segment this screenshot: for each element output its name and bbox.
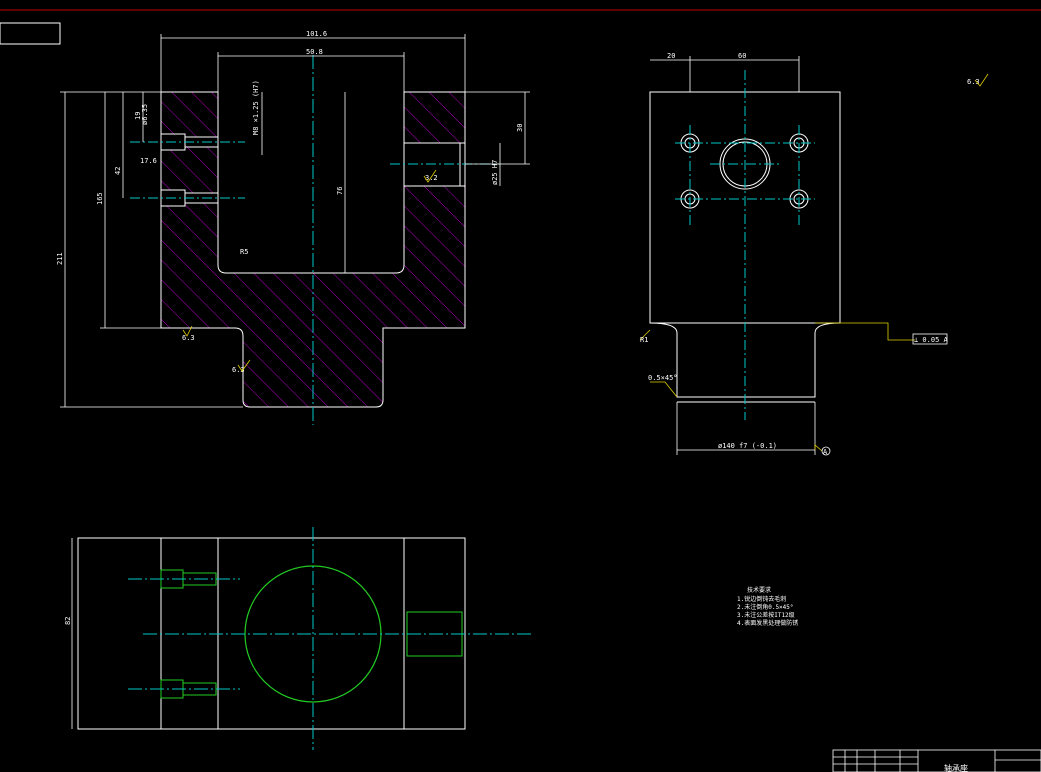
dim-edge-chamfer: 0.5×45° (648, 374, 678, 382)
dim-left-offset: 20 (667, 52, 675, 60)
dim-bore-dia: ø6.35 (141, 104, 149, 125)
roughness-symbol-1 (423, 169, 437, 183)
dim-top-height: 82 (64, 617, 72, 625)
title-block-name: 轴承座 (944, 763, 968, 772)
side-dimension-lines (650, 56, 816, 455)
dim-right-label: ø25 H7 (491, 160, 499, 185)
tech-note-line-1: 1.锐边倒钝去毛刺 (737, 595, 786, 603)
tech-note-line-3: 3.未注公差按IT12级 (737, 611, 795, 619)
front-dimension-lines (60, 34, 530, 408)
tech-notes: 技术要求 1.锐边倒钝去毛刺 2.未注倒角0.5×45° 3.未注公差按IT12… (737, 586, 798, 627)
roughness-symbol-3 (237, 359, 251, 372)
dim-slot-width: 50.8 (306, 48, 323, 56)
dim-right-hole: 30 (516, 124, 524, 132)
tech-note-line-4: 4.表面发黑处理做防锈 (737, 619, 798, 627)
top-view: 82 (64, 527, 532, 750)
dim-height-upper: 165 (96, 192, 104, 205)
dim-tap-depth: 17.6 (140, 157, 157, 165)
roughness-mark-2: 6.3 (182, 334, 195, 342)
dim-slot-depth: 76 (336, 187, 344, 195)
tolerance-box-text: ⊥ 0.05 A (914, 336, 949, 344)
tolerance-frame (912, 333, 948, 345)
dim-height-total: 211 (56, 252, 64, 265)
title-block (832, 749, 1041, 772)
roughness-mark-3: 6.3 (232, 366, 245, 374)
tech-note-line-2: 2.未注倒角0.5×45° (737, 603, 794, 611)
side-leaders (639, 322, 915, 452)
surface-finish-symbol (974, 73, 989, 87)
label-box (0, 22, 61, 45)
dim-hole-pos-2: 42 (114, 167, 122, 175)
dim-hole-pos-1: 19 (134, 112, 142, 120)
dim-chamfer: R1 (640, 336, 648, 344)
dim-thread-label: M8 ×1.25 (H7) (252, 80, 260, 135)
side-centerlines (675, 70, 815, 420)
roughness-symbol-2 (182, 325, 193, 337)
roughness-mark-1: 3.2 (425, 174, 438, 182)
dim-fillet: R5 (240, 248, 248, 256)
dim-hole-spacing: 60 (738, 52, 746, 60)
side-view: 20 60 R1 0.5×45° ø140 f7 (-0.1) ⊥ 0.05 A… (639, 52, 989, 456)
datum-letter: A (823, 448, 828, 456)
dim-overall-width: 101.6 (306, 30, 327, 38)
side-base (649, 322, 841, 398)
top-centerlines (128, 527, 532, 750)
tech-notes-heading: 技术要求 (747, 586, 771, 594)
front-view: 101.6 50.8 211 165 42 19 ø6.35 17.6 M8 ×… (56, 30, 530, 425)
surface-finish-mark: 6.3 (967, 78, 980, 86)
dim-base-dia: ø140 f7 (-0.1) (718, 442, 777, 450)
datum-circle (821, 446, 831, 456)
